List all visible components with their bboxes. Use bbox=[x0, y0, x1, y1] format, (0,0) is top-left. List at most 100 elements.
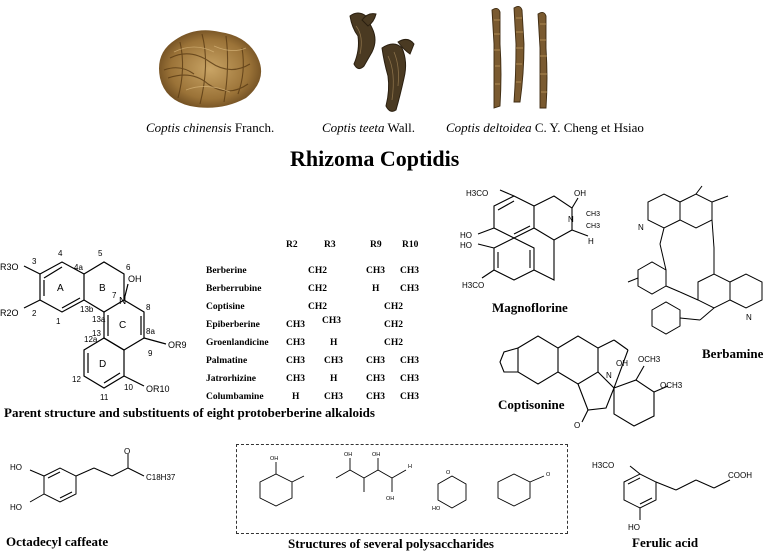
pos-12a: 12a bbox=[84, 335, 98, 344]
row-name: Berberrubine bbox=[206, 284, 262, 294]
coptisonine-och3-2: OCH3 bbox=[660, 381, 683, 390]
label-or9: OR9 bbox=[168, 340, 187, 350]
row-name: Coptisine bbox=[206, 302, 245, 312]
coptis-teeta-photo bbox=[349, 12, 415, 112]
berbamine-label: Berbamine bbox=[702, 346, 764, 361]
label-r3o: R3O bbox=[0, 262, 19, 272]
cell-r10: CH3 bbox=[400, 284, 419, 294]
caption-coptis-deltoidea: Coptis deltoidea C. Y. Cheng et Hsiao bbox=[446, 120, 644, 135]
substituent-table: R2 R3 R9 R10 Berberine CH2 CH3 CH3 Berbe… bbox=[200, 232, 440, 402]
magnoflorine-label: Magnoflorine bbox=[492, 300, 568, 315]
protoberberine-parent-structure: R3O R2O OR9 OR10 N OH A B C D 1 2 3 4 4a… bbox=[0, 249, 187, 402]
pos-8: 8 bbox=[146, 303, 151, 312]
ring-b-label: B bbox=[99, 283, 106, 294]
poly-h: H bbox=[408, 464, 412, 470]
poly-oh: OH bbox=[344, 452, 352, 458]
poly-oh: OH bbox=[270, 456, 278, 462]
pos-7: 7 bbox=[112, 291, 117, 300]
coptisonine-o: O bbox=[574, 421, 580, 430]
row-name: Berberine bbox=[206, 266, 247, 276]
poly-oh: OH bbox=[372, 452, 380, 458]
label-r2o: R2O bbox=[0, 308, 19, 318]
cell-r2: CH3 bbox=[286, 356, 305, 366]
label-nitrogen: N bbox=[119, 296, 126, 307]
octadecyl-ho-2: HO bbox=[10, 503, 22, 512]
row-name: Groenlandicine bbox=[206, 338, 269, 348]
cell-r9: H bbox=[372, 284, 380, 294]
berbamine-structure: N N bbox=[627, 185, 763, 335]
row-name: Epiberberine bbox=[206, 320, 260, 330]
berbamine-n-1: N bbox=[638, 223, 644, 232]
ring-c-label: C bbox=[119, 320, 126, 331]
polysaccharides-label: Structures of several polysaccharides bbox=[288, 536, 494, 551]
caption-coptis-chinensis: Coptis chinensis Franch. bbox=[146, 120, 275, 135]
coptisonine-och3-1: OCH3 bbox=[638, 355, 661, 364]
polysaccharides-box bbox=[236, 444, 568, 534]
magnoflorine-ho-1: HO bbox=[460, 231, 472, 240]
pos-12: 12 bbox=[72, 375, 81, 384]
pos-3: 3 bbox=[32, 257, 37, 266]
pos-13b: 13b bbox=[80, 305, 94, 314]
header-r2: R2 bbox=[286, 240, 298, 250]
cell-r2: CH3 bbox=[286, 320, 305, 330]
label-or10: OR10 bbox=[146, 384, 170, 394]
berbamine-n-2: N bbox=[746, 313, 752, 322]
cell-r2r3: CH2 bbox=[308, 284, 327, 294]
polysaccharides-structures: OH OH OH OH H O HO O bbox=[259, 452, 551, 512]
coptis-chinensis-photo bbox=[159, 30, 262, 108]
coptisonine-n: N bbox=[606, 371, 612, 380]
cell-r9: CH3 bbox=[366, 266, 385, 276]
cell-r10: CH3 bbox=[400, 374, 419, 384]
pos-11: 11 bbox=[100, 393, 109, 402]
cell-r9: CH3 bbox=[366, 392, 385, 402]
pos-2: 2 bbox=[32, 309, 37, 318]
ferulic-meo: H3CO bbox=[592, 461, 614, 470]
cell-r2r3: CH2 bbox=[308, 302, 327, 312]
magnoflorine-ch3-1: CH3 bbox=[586, 211, 600, 218]
octadecyl-chain: C18H37 bbox=[146, 473, 176, 482]
pos-4: 4 bbox=[58, 249, 63, 258]
magnoflorine-oh: OH bbox=[574, 189, 586, 198]
coptisonine-oh: OH bbox=[616, 359, 628, 368]
cell-r10: CH3 bbox=[400, 392, 419, 402]
poly-oh: OH bbox=[386, 496, 394, 502]
header-r3: R3 bbox=[324, 240, 336, 250]
cell-r9: CH3 bbox=[366, 374, 385, 384]
figure-title: Rhizoma Coptidis bbox=[290, 146, 460, 171]
row-name: Palmatine bbox=[206, 356, 248, 366]
cell-r10: CH3 bbox=[400, 356, 419, 366]
magnoflorine-h: H bbox=[588, 237, 594, 246]
pos-5: 5 bbox=[98, 249, 103, 258]
octadecyl-o: O bbox=[124, 448, 130, 456]
cell-r3: H bbox=[330, 374, 338, 384]
row-name: Columbamine bbox=[206, 392, 264, 402]
cell-r3: CH3 bbox=[324, 356, 343, 366]
cell-r2: H bbox=[292, 392, 300, 402]
cell-r9r10: CH2 bbox=[384, 338, 403, 348]
magnoflorine-ho-2: HO bbox=[460, 241, 472, 250]
ring-a-label: A bbox=[57, 283, 64, 294]
ferulic-ho: HO bbox=[628, 523, 640, 532]
row-name: Jatrorhizine bbox=[206, 374, 256, 384]
coptisonine-label: Coptisonine bbox=[498, 397, 565, 412]
pos-9: 9 bbox=[148, 349, 153, 358]
cell-r3: CH3 bbox=[322, 316, 341, 326]
magnoflorine-ch3-2: CH3 bbox=[586, 223, 600, 230]
label-hydroxyl: OH bbox=[128, 274, 142, 284]
coptis-deltoidea-photo bbox=[491, 5, 548, 109]
pos-1: 1 bbox=[56, 317, 61, 326]
cell-r9: CH3 bbox=[366, 356, 385, 366]
octadecyl-ho-1: HO bbox=[10, 463, 22, 472]
parent-structure-caption: Parent structure and substituents of eig… bbox=[4, 405, 375, 420]
pos-10: 10 bbox=[124, 383, 133, 392]
pos-4a: 4a bbox=[74, 263, 83, 272]
cell-r2r3: CH2 bbox=[308, 266, 327, 276]
cell-r10: CH3 bbox=[400, 266, 419, 276]
poly-ho: HO bbox=[432, 506, 441, 512]
poly-o: O bbox=[546, 472, 551, 478]
pos-13: 13 bbox=[92, 329, 101, 338]
header-r10: R10 bbox=[402, 240, 419, 250]
cell-r9r10: CH2 bbox=[384, 320, 403, 330]
cell-r3: CH3 bbox=[324, 392, 343, 402]
